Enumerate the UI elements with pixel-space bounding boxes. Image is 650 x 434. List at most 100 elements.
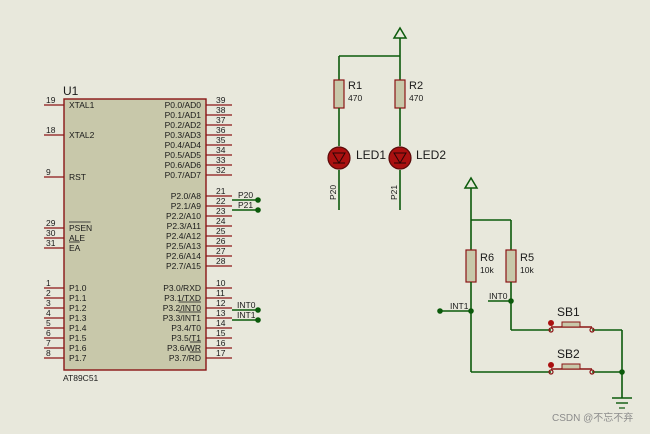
pin-number: 23 <box>216 206 226 216</box>
pin-name: P2.0/A8 <box>171 191 202 201</box>
pin-number: 17 <box>216 348 226 358</box>
led-led2[interactable]: LED2 P21 <box>388 146 446 210</box>
pin-number: 25 <box>216 226 226 236</box>
net-label-p21-led: P21 <box>389 185 399 200</box>
pin-number: 35 <box>216 135 226 145</box>
pin-name: P1.1 <box>69 293 87 303</box>
sb1-label: SB1 <box>557 305 580 319</box>
pin-name: P1.4 <box>69 323 87 333</box>
pin-name: P2.2/A10 <box>166 211 201 221</box>
pin-name: P2.7/A15 <box>166 261 201 271</box>
net-label-p20-led: P20 <box>328 185 338 200</box>
pin-number: 19 <box>46 95 56 105</box>
p3-interrupt-wires: INT0 INT1 <box>232 300 261 323</box>
pin-name: P2.1/A9 <box>171 201 202 211</box>
resistor-r1[interactable]: R1 470 <box>333 79 362 146</box>
chip-body <box>63 98 207 371</box>
chip-ref: U1 <box>63 84 79 98</box>
pin-number: 39 <box>216 95 226 105</box>
pin-name: P1.0 <box>69 283 87 293</box>
net-label-p21: P21 <box>238 200 253 210</box>
sb2-label: SB2 <box>557 347 580 361</box>
pin-name: XTAL2 <box>69 130 95 140</box>
led1-icon <box>327 146 351 170</box>
resistor-r6[interactable]: R6 10k <box>465 249 494 283</box>
ground-icon <box>612 397 632 409</box>
pin-name: P1.5 <box>69 333 87 343</box>
pin-number: 1 <box>46 278 51 288</box>
r6-value: 10k <box>480 265 494 275</box>
pin-number: 36 <box>216 125 226 135</box>
net-label-p20: P20 <box>238 190 253 200</box>
pin-name: P0.7/AD7 <box>165 170 202 180</box>
pin-number: 27 <box>216 246 226 256</box>
pin-number: 37 <box>216 115 226 125</box>
pin-name: P1.3 <box>69 313 87 323</box>
pin-name: P2.3/A11 <box>167 221 202 231</box>
pin-number: 11 <box>216 288 225 298</box>
pin-number: 26 <box>216 236 226 246</box>
pushbutton-sb1[interactable]: SB1 <box>548 305 595 333</box>
pin-name: EA <box>69 243 81 253</box>
watermark: CSDN @不忘不弃 <box>552 411 633 424</box>
pin-name: P3.0/RXD <box>163 283 201 293</box>
button-wires: INT0 INT1 <box>437 282 625 398</box>
power-terminal-icon-2 <box>463 176 479 189</box>
pin-number: 4 <box>46 308 51 318</box>
resistor-r5[interactable]: R5 10k <box>505 249 534 283</box>
power-terminal-icon <box>392 26 408 39</box>
r1-value: 470 <box>348 93 362 103</box>
led-power-rail <box>338 26 408 80</box>
pin-name: P1.2 <box>69 303 87 313</box>
led2-icon <box>388 146 412 170</box>
pin-name: P0.2/AD2 <box>165 120 202 130</box>
pin-name: P0.4/AD4 <box>165 140 202 150</box>
net-label-int1-chip: INT1 <box>237 310 256 320</box>
button-power-rail <box>463 176 512 250</box>
pin-name: ALE <box>69 233 85 243</box>
pin-name: P2.4/A12 <box>166 231 201 241</box>
pin-number: 5 <box>46 318 51 328</box>
pin-number: 8 <box>46 348 51 358</box>
pin-number: 13 <box>216 308 226 318</box>
net-label-int0-button: INT0 <box>489 291 508 301</box>
chip-part-name: AT89C51 <box>63 373 99 383</box>
pin-number: 24 <box>216 216 226 226</box>
pin-number: 29 <box>46 218 56 228</box>
net-label-int1-button: INT1 <box>450 301 469 311</box>
pin-name: P2.5/A13 <box>166 241 201 251</box>
pushbutton-sb2[interactable]: SB2 <box>548 347 595 375</box>
p2-wires: P20 P21 <box>232 190 261 213</box>
led-led1[interactable]: LED1 P20 <box>327 146 386 210</box>
led2-label: LED2 <box>416 148 446 162</box>
resistor-r2[interactable]: R2 470 <box>394 79 423 146</box>
r1-ref: R1 <box>348 80 362 92</box>
pin-number: 30 <box>46 228 56 238</box>
pin-name: P0.3/AD3 <box>165 130 202 140</box>
r2-ref: R2 <box>409 80 423 92</box>
